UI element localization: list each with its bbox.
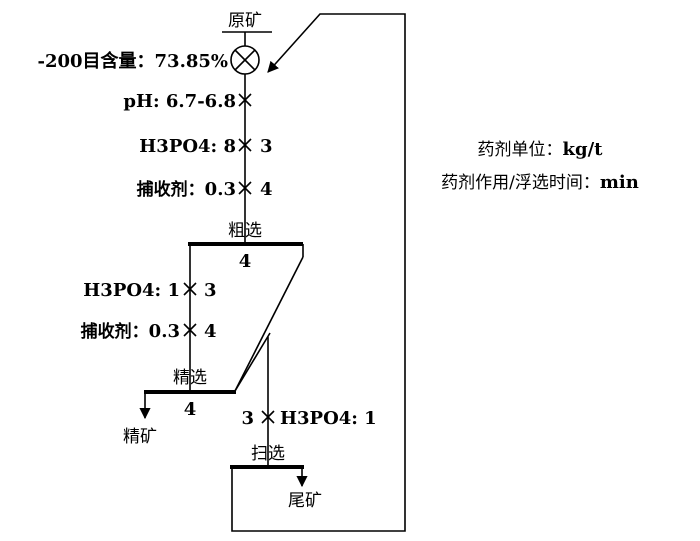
time-unit-value: min: [600, 172, 639, 193]
reagent-unit-value: kg/t: [563, 139, 604, 160]
rougher-collector-dose: 0.3: [205, 179, 236, 200]
grind-grade-name: -200目含量：: [37, 50, 154, 72]
grind-grade-value: 73.85%: [155, 51, 228, 72]
rougher-stage-label: 粗选: [228, 221, 262, 241]
cleaner-stage-label: 精选: [173, 368, 207, 388]
scavenger-h3po4-time: 3: [241, 408, 254, 429]
grind-grade-label: -200目含量：73.85%: [37, 50, 228, 72]
cleaner-time-label: 4: [184, 399, 197, 420]
scavenger-stage-label: 扫选: [251, 444, 285, 464]
rougher-tails-diagonal: [234, 256, 304, 392]
feed-label: 原矿: [228, 11, 262, 31]
time-unit-label: 药剂作用/浮选时间：: [441, 173, 600, 193]
rougher-ph-label: pH: 6.7-6.8: [123, 91, 236, 112]
rougher-collector-marker: [238, 181, 252, 195]
grinding-mill-symbol: [230, 45, 260, 75]
cleaner-collector-name: 捕收剂：: [81, 321, 149, 342]
ph-marker: [238, 93, 252, 107]
scavenger-h3po4-marker: [261, 410, 275, 424]
rougher-time-label: 4: [239, 251, 252, 272]
cleaner-h3po4-time: 3: [204, 280, 217, 301]
recycle-line: [231, 13, 406, 532]
cleaner-h3po4-label: H3PO4: 1: [83, 280, 180, 301]
rougher-h3po4-label: H3PO4: 8: [139, 136, 236, 157]
reagent-unit-legend: 药剂单位：kg/t: [478, 139, 604, 160]
rougher-h3po4-marker: [238, 138, 252, 152]
rougher-h3po4-time: 3: [260, 136, 273, 157]
rougher-collector-label: 捕收剂：0.3: [137, 179, 236, 200]
cleaner-collector-marker: [183, 323, 197, 337]
cleaner-h3po4-marker: [183, 282, 197, 296]
cleaner-collector-time: 4: [204, 321, 217, 342]
scavenger-h3po4-label: H3PO4: 1: [280, 408, 377, 429]
time-unit-legend: 药剂作用/浮选时间：min: [441, 172, 639, 193]
reagent-unit-label: 药剂单位：: [478, 140, 563, 160]
rougher-collector-time: 4: [260, 179, 273, 200]
cleaner-tails-diagonal: [234, 332, 271, 392]
cleaner-collector-label: 捕收剂：0.3: [81, 321, 180, 342]
rougher-collector-name: 捕收剂：: [137, 179, 205, 200]
tailings-label: 尾矿: [288, 491, 322, 511]
cleaner-collector-dose: 0.3: [149, 321, 180, 342]
concentrate-label: 精矿: [123, 427, 157, 447]
